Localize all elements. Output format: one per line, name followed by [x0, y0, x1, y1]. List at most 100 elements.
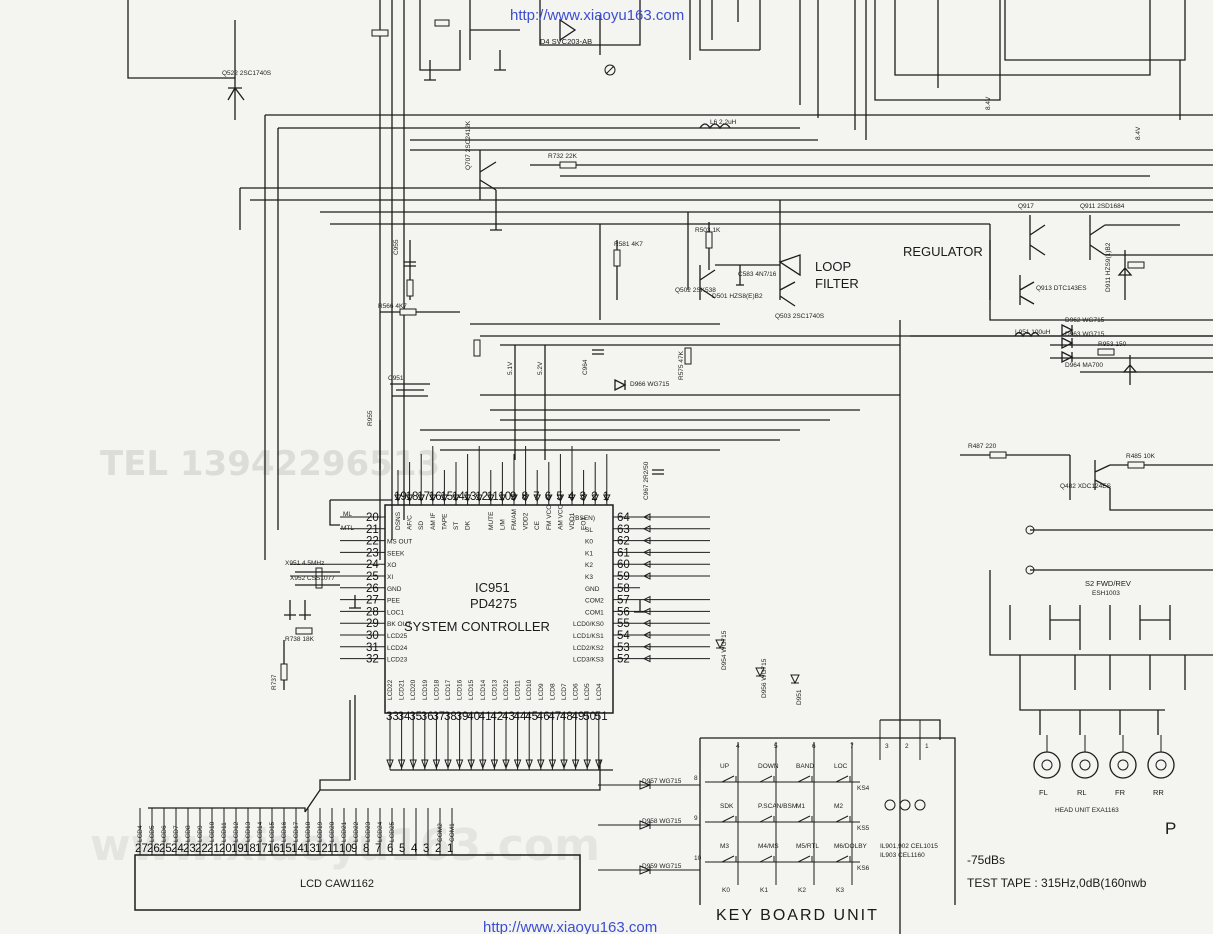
lcd-pin-number: 4 [411, 843, 418, 855]
ic-right-arrow [642, 654, 651, 663]
ic-left-input-wire [329, 499, 392, 526]
ic-top-pin: 10 [498, 491, 511, 503]
loop-filter-label-2: FILTER [815, 276, 859, 291]
ic-bottom-arrow [502, 759, 510, 770]
ic-left-pin-name: GND [387, 586, 402, 593]
kb-key-label: P.SCAN/BSM [758, 803, 797, 810]
kb-key-label: SDK [720, 803, 734, 810]
ic-left-pin: 30 [366, 630, 379, 642]
ic-bottom-pin: 35 [409, 711, 422, 723]
ic-right-arrow [642, 642, 651, 651]
ic-right-pin-name: SL [585, 527, 593, 534]
ic-right-pin: 60 [617, 559, 630, 571]
l951-label: L951 100uH [1015, 329, 1051, 336]
ic-left-pin-name: PEE [387, 598, 401, 605]
ic-left-pin: 31 [366, 642, 379, 654]
key-diode-label: D954 WG715 [721, 630, 728, 670]
x951-label: X951 4.5MHz [285, 560, 324, 567]
ic-bottom-pin-name: LCD14 [480, 679, 487, 700]
q503-label: Q503 2SC1740S [775, 313, 825, 320]
ic-top-pin: 9 [510, 491, 516, 503]
lcd-pin-number: 25 [159, 843, 172, 855]
lcd-pin-number: 8 [363, 843, 369, 855]
ic-left-pin-name: MS OUT [387, 539, 412, 546]
ic-bottom-pin-name: LCD9 [538, 683, 545, 700]
d964-label: D964 MA700 [1065, 362, 1103, 369]
ic-right-pin: 55 [617, 618, 630, 630]
lcd-pin-number: 22 [195, 843, 208, 855]
ic-bottom-pin-name: LCD5 [584, 683, 591, 700]
lamp-note-1: IL901,902 CEL1015 [880, 843, 938, 850]
ic-top-arrow [405, 494, 414, 503]
lcd-pin-name: LCD19 [317, 821, 324, 842]
regulator-label: REGULATOR [903, 244, 983, 259]
ic-top-arrow [463, 494, 472, 503]
kb-key-label: UP [720, 763, 729, 770]
ic-bottom-arrow [583, 759, 591, 770]
ic-top-pin-name: FM/AM [511, 509, 518, 530]
r566-label: R566 4K7 [378, 303, 407, 310]
ic-bottom-pin: 49 [572, 711, 585, 723]
ic-bottom-pin: 34 [398, 711, 411, 723]
speaker-head [1033, 751, 1061, 779]
ic-left-pin: 20 [366, 512, 379, 524]
ic-bottom-pin: 33 [386, 711, 399, 723]
x952-label: X952 CSS1077 [290, 575, 335, 582]
ic-gnd-right [634, 600, 646, 613]
ic-top-arrow [394, 494, 402, 503]
ic-bottom-pin-name: LCD12 [503, 679, 510, 700]
ic-left-pin-name: SEEK [387, 550, 405, 557]
d4-label: D4 SVC203-AB [540, 37, 592, 46]
ic-bottom-arrow [571, 759, 580, 770]
lcd-pin-number: 7 [375, 843, 381, 855]
lcd-pin-name: LCD22 [353, 821, 360, 842]
ic-top-arrow [568, 494, 576, 503]
ic-left-input-ml: ML [343, 511, 352, 518]
speaker-label: FL [1039, 788, 1048, 797]
speaker-head [1109, 751, 1137, 779]
ic-left-pin-name: LCD25 [387, 633, 408, 640]
q707-label: Q707 2SC2412K [465, 120, 472, 170]
ic-top-pin: 8 [522, 491, 528, 503]
ic-bottom-arrow [455, 759, 464, 770]
lcd-pin-number: 3 [423, 843, 429, 855]
c964-label: C964 [582, 359, 589, 375]
ic-right-pin: 64 [617, 512, 630, 524]
kb-switch [797, 815, 813, 823]
ic-top-arrow [533, 494, 542, 503]
lcd-pin-name: COM2 [437, 823, 444, 842]
lcd-pin-number: 14 [291, 843, 304, 855]
ic-top-arrow [544, 494, 553, 503]
ic-top-pin: 7 [533, 491, 539, 503]
ic-top-arrow [510, 494, 518, 503]
r485-label: R485 10K [1126, 453, 1156, 460]
lcd-pin-name: LCD12 [233, 821, 240, 842]
ic-top-pin: 6 [545, 491, 551, 503]
key-diode-label: D951 [796, 689, 803, 705]
lcd-pin-number: 1 [447, 843, 453, 855]
faint-tel-watermark: TEL 13942296513 [100, 444, 440, 484]
ic-right-pin: 54 [617, 630, 630, 642]
r503-label: R503 1K [695, 227, 721, 234]
lcd-pin-name: LCD21 [341, 821, 348, 842]
c955-label: C955 [393, 239, 400, 255]
kb-row-label: KS5 [857, 825, 870, 832]
lcd-pin-number: 27 [135, 843, 148, 855]
ic-bottom-arrow [479, 759, 487, 770]
kb-diode-label: D959 WG715 [642, 863, 682, 870]
lcd-pin-name: LCD8 [185, 825, 192, 842]
lcd-pin-name: LCD13 [245, 821, 252, 842]
ic-right-pin-name: GND [585, 586, 600, 593]
ic-left-pin-name: XI [387, 574, 393, 581]
ic-right-pin-name: (BSEN) [573, 515, 595, 522]
faint-watermark-bottom: www.xiaoyu163.com [90, 820, 600, 871]
ic-top-pin: 16 [429, 491, 442, 503]
ic-right-arrow [642, 619, 651, 628]
kb-switch [721, 775, 737, 783]
ic-right-pin: 62 [617, 536, 630, 548]
ic-left-pin: 28 [366, 606, 379, 618]
ic-top-pin: 3 [580, 491, 586, 503]
ic-bottom-pin: 42 [490, 711, 503, 723]
lcd-pin-name: LCD11 [221, 822, 228, 842]
